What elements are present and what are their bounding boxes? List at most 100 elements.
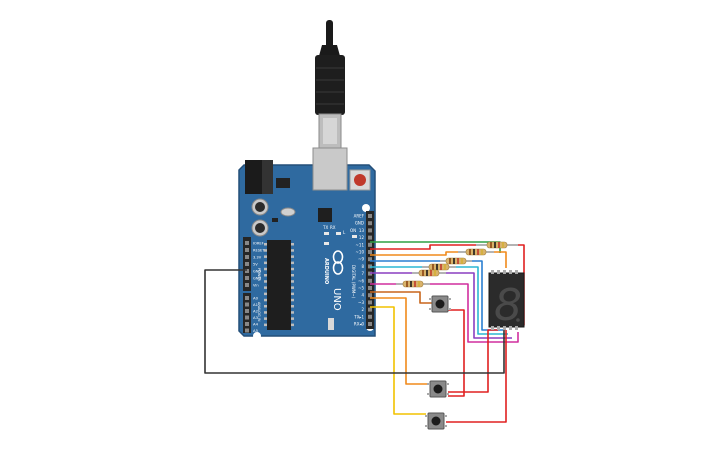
brand-label: ARDUINO (323, 258, 329, 284)
header-pin (368, 214, 372, 218)
analog-pin-label: A2 (253, 309, 259, 314)
resistor[interactable] (440, 257, 472, 265)
power-label: POWER (257, 268, 261, 282)
digital-pin-label: 12 (359, 235, 365, 240)
digital-pin-label: 2 (361, 307, 364, 312)
power-pin-label: GND (253, 277, 261, 281)
analog-label: ANALOG IN (257, 302, 261, 322)
resistor[interactable] (476, 241, 518, 249)
mounting-hole (253, 332, 261, 340)
digital-pin-label: ~6 (358, 278, 364, 283)
header-pin (368, 307, 372, 312)
wire-btn3-return (446, 330, 507, 423)
digital-pin-label: 7 (361, 271, 364, 276)
usb-cable[interactable] (315, 20, 345, 149)
power-pin-label: Vin (253, 284, 259, 288)
push-button-1[interactable] (429, 295, 451, 313)
wire-btn2-return (448, 329, 498, 393)
wire-pin4 (370, 306, 426, 415)
power-pin-label: 3.3V (253, 256, 262, 260)
header-pin (245, 328, 249, 333)
header-pin (368, 278, 372, 283)
atmega-chip (267, 240, 291, 330)
model-label: UNO (331, 288, 342, 311)
digital-pin-label: 8 (361, 264, 364, 269)
power-pin-label: GND (253, 270, 261, 274)
analog-pin-label: A4 (253, 322, 259, 327)
power-pin-label: 5V (253, 263, 258, 267)
resistor[interactable] (412, 269, 446, 277)
header-pin (368, 293, 372, 298)
wire-pin11 (370, 251, 458, 256)
header-pin (245, 262, 249, 266)
wire-seg-f (430, 283, 519, 343)
display-digit: 8 (494, 280, 522, 331)
header-pin (368, 221, 372, 226)
header-pin (368, 257, 372, 262)
wire-seg-e (446, 272, 512, 339)
wire-gnd (204, 269, 505, 374)
analog-pin-label: A5 (253, 328, 259, 333)
header-pin (245, 255, 249, 259)
power-pin-label: IOREF (253, 242, 264, 246)
power-pin-label: RESET (253, 249, 265, 253)
digital-pin-label: GND (355, 221, 364, 226)
tx-label: TX (322, 225, 328, 230)
resistor[interactable] (396, 280, 430, 288)
header-pin (368, 228, 372, 233)
analog-pin-label: A0 (253, 296, 259, 301)
wire-pin5 (370, 297, 428, 385)
digital-pin-label: ~9 (358, 257, 364, 262)
header-pin (368, 314, 372, 319)
push-button-2[interactable] (427, 380, 449, 398)
arduino-uno-board[interactable]: TX RX L ON ARDUINO UNO DIGITAL (PWM~) PO… (238, 147, 376, 340)
wires (204, 241, 525, 423)
l-label: L (343, 230, 346, 235)
wire-btn1-return (448, 309, 465, 397)
wire-pin12 (370, 244, 476, 250)
arduino-logo (332, 250, 344, 275)
resistors (396, 241, 518, 288)
wire-seg-b (494, 251, 507, 268)
header-pin (368, 242, 372, 247)
digital-header (366, 211, 374, 329)
digital-pin-label: TX▸1 (353, 314, 364, 319)
usb-chip (318, 208, 332, 222)
header-pin (245, 302, 249, 307)
push-button-3[interactable] (425, 412, 447, 430)
digital-pin-label: ~11 (356, 242, 365, 247)
digital-pin-label: 13 (359, 228, 365, 233)
header-pin (245, 309, 249, 313)
wire-seg-d (456, 266, 508, 335)
header-pin (245, 248, 249, 252)
header-pin (245, 322, 249, 326)
mounting-hole (362, 204, 370, 212)
header-pin (368, 250, 372, 254)
analog-pin-label: A1 (253, 302, 259, 307)
digital-label: DIGITAL (PWM~) (351, 265, 356, 299)
digital-pin-label: RX◂0 (354, 322, 365, 327)
header-pin (245, 296, 249, 300)
header-pin (245, 276, 249, 280)
header-pin (368, 286, 372, 290)
digital-pin-label: ~10 (356, 250, 365, 255)
header-pin (245, 315, 249, 320)
digital-pin-label: AREF (354, 214, 365, 219)
seven-segment-display[interactable]: 8 (488, 270, 525, 331)
header-pin (245, 283, 249, 287)
resistor[interactable] (458, 248, 494, 256)
on-label: ON (350, 228, 356, 233)
voltage-regulator (276, 178, 290, 188)
usb-jack (312, 147, 348, 191)
resistor[interactable] (422, 263, 456, 271)
header-pin (368, 235, 372, 240)
digital-pin-label: ~5 (358, 286, 364, 291)
header-pin (368, 322, 372, 326)
header-pin (368, 300, 372, 305)
digital-pin-label: 4 (361, 293, 364, 298)
header-pin (245, 241, 249, 245)
rx-label: RX (330, 225, 336, 230)
decimal-point (516, 318, 520, 322)
wire-pin6 (370, 291, 432, 304)
